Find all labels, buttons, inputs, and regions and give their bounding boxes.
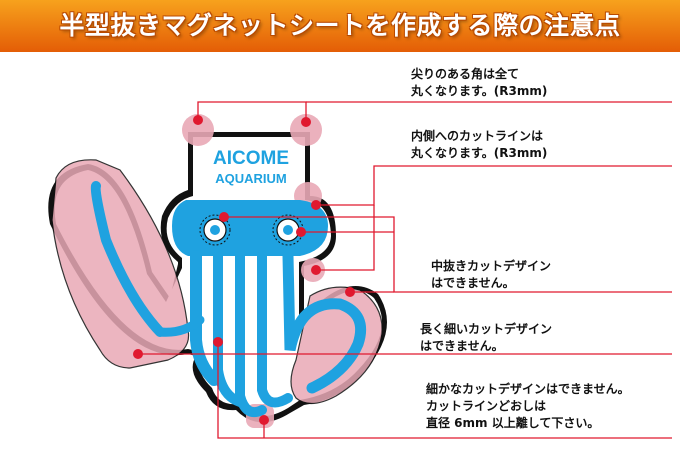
jellyfish-bell [172, 200, 328, 256]
eye-left-dotted [199, 214, 231, 246]
marker-eye-left [219, 212, 229, 222]
logo-line1: AICOME [213, 148, 289, 169]
leader-hollow-a [224, 216, 672, 293]
note-corners: 尖りのある角は全て 丸くなります。(R3mm) [411, 67, 548, 98]
logo-line2: AQUARIUM [215, 171, 287, 186]
note-hollow-cut: 中抜きカットデザイン はできません。 [431, 259, 552, 290]
eye-right-pupil [283, 225, 293, 235]
marker-inner-lower [311, 265, 321, 275]
eye-left-pupil [210, 225, 220, 235]
leader-lines [138, 101, 672, 439]
tentacle-left [90, 181, 165, 337]
marker-inner-upper [311, 200, 321, 210]
note-inner-cutline: 内側へのカットラインは 丸くなります。(R3mm) [411, 129, 548, 160]
marker-eye-right [296, 227, 306, 237]
leader-corner-bracket [197, 101, 307, 118]
marker-loop [345, 287, 355, 297]
corner-left-highlight [182, 114, 214, 146]
note-fine-cut: 細かなカットデザインはできません。 カットラインどおしは 直径 6mm 以上離し… [426, 382, 630, 430]
leader-inner-b [316, 205, 375, 271]
note-thin-cut: 長く細いカットデザイン はできません。 [420, 322, 553, 353]
tentacle-5 [282, 250, 367, 394]
tentacle-3 [235, 251, 267, 418]
page-title: 半型抜きマグネットシートを作成する際の注意点 [59, 11, 621, 40]
tentacle-4 [257, 251, 293, 408]
tentacle-1 [190, 250, 220, 386]
marker-fine-a [213, 337, 223, 347]
title-bar [0, 0, 680, 52]
leader-inner-a [316, 165, 672, 206]
marker-thin [133, 349, 143, 359]
markers [133, 115, 355, 425]
marker-corner-right [301, 117, 311, 127]
leader-fine-a [217, 342, 672, 439]
jellyfish [90, 181, 367, 418]
marker-corner-left [193, 115, 203, 125]
tentacle-left-joint [155, 315, 205, 337]
corner-right-highlight [290, 114, 322, 146]
marker-fine-b [259, 415, 269, 425]
